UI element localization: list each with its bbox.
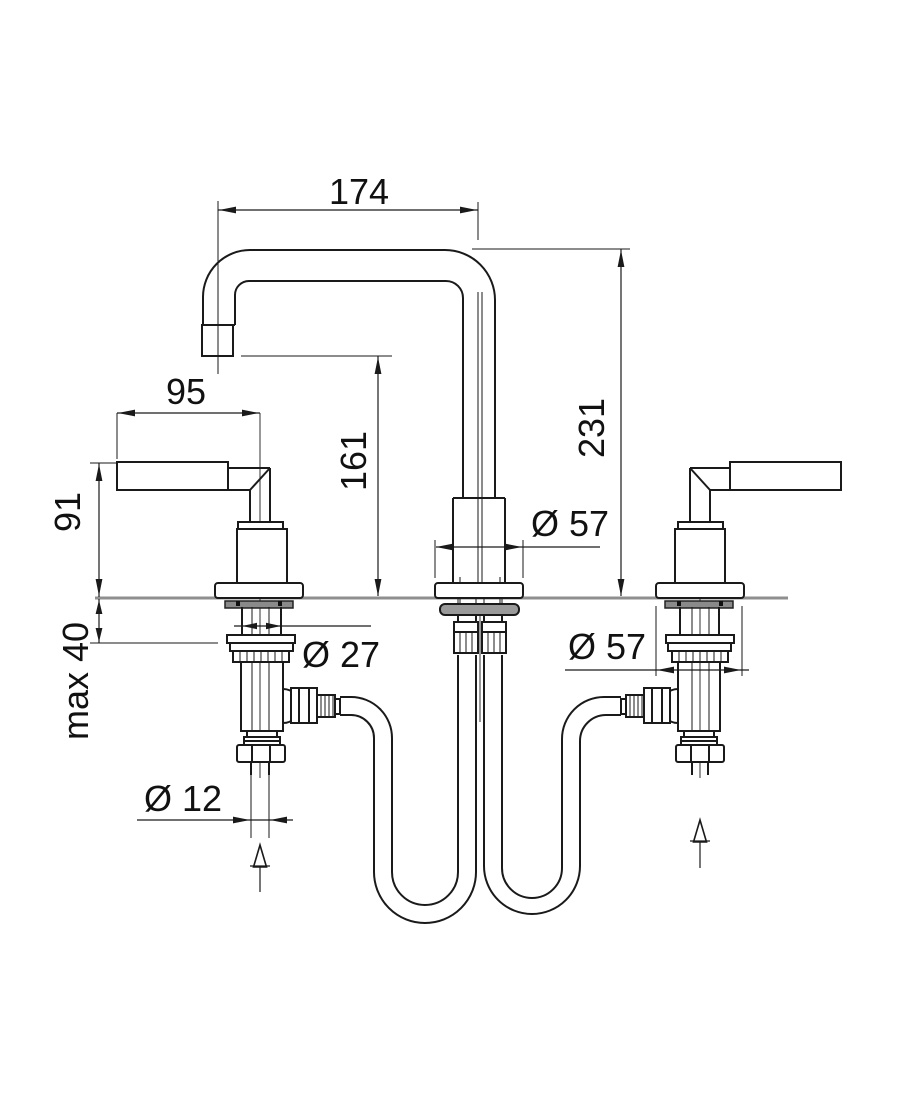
- dim-57r-arrow-right: [724, 666, 741, 674]
- dim-handle-height: 91: [47, 462, 116, 597]
- dim-57r-label: Ø 57: [568, 626, 646, 667]
- dim-27-label: Ø 27: [302, 634, 380, 675]
- dim-27-arrow-right: [266, 622, 281, 630]
- dim-174-label: 174: [329, 171, 389, 212]
- dim-max40-arrow-top: [95, 600, 103, 614]
- dim-91-arrow-top: [95, 464, 103, 481]
- right-escutcheon: [664, 600, 734, 609]
- flow-arrow-right-head: [692, 817, 708, 843]
- dim-57c-label: Ø 57: [531, 503, 609, 544]
- right-valve-underdeck: [620, 600, 735, 775]
- flow-arrow-left-head: [252, 842, 268, 868]
- dim-161-arrow-top: [374, 357, 382, 374]
- dim-valve-shank-diameter: Ø 27: [234, 622, 380, 675]
- left-elbow-hex-union: [290, 687, 318, 724]
- right-hose-nipple: [625, 694, 645, 718]
- right-handle-joint-diagonal: [689, 467, 711, 491]
- right-handle-assembly: [655, 461, 842, 778]
- left-hose-nipple: [316, 694, 336, 718]
- right-nipple-step: [620, 698, 627, 715]
- dim-supply-pipe-diameter: Ø 12: [137, 772, 293, 838]
- spout-base-plate: [434, 582, 524, 599]
- center-pipe-stubs: [457, 598, 503, 604]
- dim-231-arrow-bottom: [617, 579, 625, 596]
- left-handle-joint-diagonal: [249, 467, 271, 491]
- right-escutcheon-dot-2: [719, 601, 723, 606]
- dim-spout-overall-height: 231: [472, 248, 630, 596]
- left-escutcheon-dot-1: [236, 601, 240, 606]
- dim-spout-projection: 174: [217, 171, 479, 374]
- left-handle-cartridge-body: [236, 528, 288, 584]
- dim-handle-length: 95: [116, 371, 260, 459]
- spout-outer-profile: [202, 249, 496, 498]
- right-hose-inner-line: [501, 655, 621, 899]
- dim-231-label: 231: [571, 398, 612, 458]
- dim-174-arrow-left: [219, 206, 236, 214]
- left-hose-outer-line: [340, 655, 477, 924]
- center-connector-pipes: [457, 615, 503, 622]
- dim-231-arrow-top: [617, 250, 625, 267]
- dim-12-arrow-right: [270, 816, 287, 824]
- right-handle-cap: [677, 521, 724, 530]
- dim-57c-arrow-right: [505, 543, 522, 551]
- left-hose-inner-line: [340, 655, 459, 906]
- right-handle-lever: [729, 461, 842, 491]
- dim-95-arrow-left: [118, 409, 135, 417]
- right-serrated-teeth: [678, 651, 722, 662]
- flow-arrow-left: [250, 842, 270, 892]
- dim-161-label: 161: [333, 431, 374, 491]
- left-inlet-hex-nut: [236, 744, 286, 763]
- right-escutcheon-dot-1: [677, 601, 681, 606]
- left-locknut-washer-2: [229, 642, 294, 652]
- dim-57r-arrow-left: [657, 666, 674, 674]
- right-hose-outer-line: [483, 655, 621, 915]
- dim-27-arrow-left: [242, 622, 257, 630]
- left-nipple-ridges: [320, 695, 334, 717]
- dim-12-arrow-left: [233, 816, 250, 824]
- left-serrated-teeth: [239, 651, 283, 662]
- left-valve-underdeck: [224, 600, 341, 775]
- spout-inner-profile: [234, 280, 464, 498]
- dim-95-label: 95: [166, 371, 206, 412]
- left-handle-lever: [116, 461, 229, 491]
- dim-spout-outlet-height: 161: [241, 355, 392, 596]
- left-handle-cap: [237, 521, 284, 530]
- dim-174-arrow-right: [460, 206, 477, 214]
- dim-deck-max-thickness: max 40: [55, 599, 218, 740]
- center-collar-right: [481, 621, 507, 633]
- left-valve-body: [240, 661, 284, 732]
- left-escutcheon-dot-2: [278, 601, 282, 606]
- right-handle-base-plate: [655, 582, 745, 599]
- center-collar-left: [453, 621, 479, 633]
- dim-12-label: Ø 12: [144, 778, 222, 819]
- flow-arrow-right: [690, 817, 710, 868]
- dim-161-arrow-bottom: [374, 579, 382, 596]
- dim-max40-arrow-bottom: [95, 628, 103, 642]
- left-handle-base-plate: [214, 582, 304, 599]
- left-locknut-washer-1: [226, 634, 296, 644]
- center-escutcheon: [439, 603, 520, 616]
- dim-max40-label: max 40: [55, 622, 96, 740]
- right-locknut-washer-2: [667, 642, 732, 652]
- right-valve-body: [677, 661, 721, 732]
- dim-91-label: 91: [47, 492, 88, 532]
- left-handle-assembly: [116, 413, 304, 778]
- dim-95-arrow-right: [242, 409, 259, 417]
- left-escutcheon: [224, 600, 294, 609]
- dim-57c-arrow-left: [436, 543, 453, 551]
- dim-handle-base-diameter: Ø 57: [565, 606, 749, 676]
- center-serrated-teeth-right: [487, 632, 501, 653]
- center-serrated-teeth-left: [459, 632, 473, 653]
- left-nipple-step: [334, 698, 341, 715]
- dim-spout-base-diameter: Ø 57: [434, 503, 609, 578]
- spout-underdeck-fittings: [439, 598, 520, 722]
- right-elbow-hex-union: [643, 687, 671, 724]
- dim-91-arrow-bottom: [95, 579, 103, 596]
- right-locknut-washer-1: [665, 634, 735, 644]
- right-inlet-hex-nut: [675, 744, 725, 763]
- right-nipple-ridges: [629, 695, 643, 717]
- flexible-hoses: [340, 655, 621, 924]
- right-handle-cartridge-body: [674, 528, 726, 584]
